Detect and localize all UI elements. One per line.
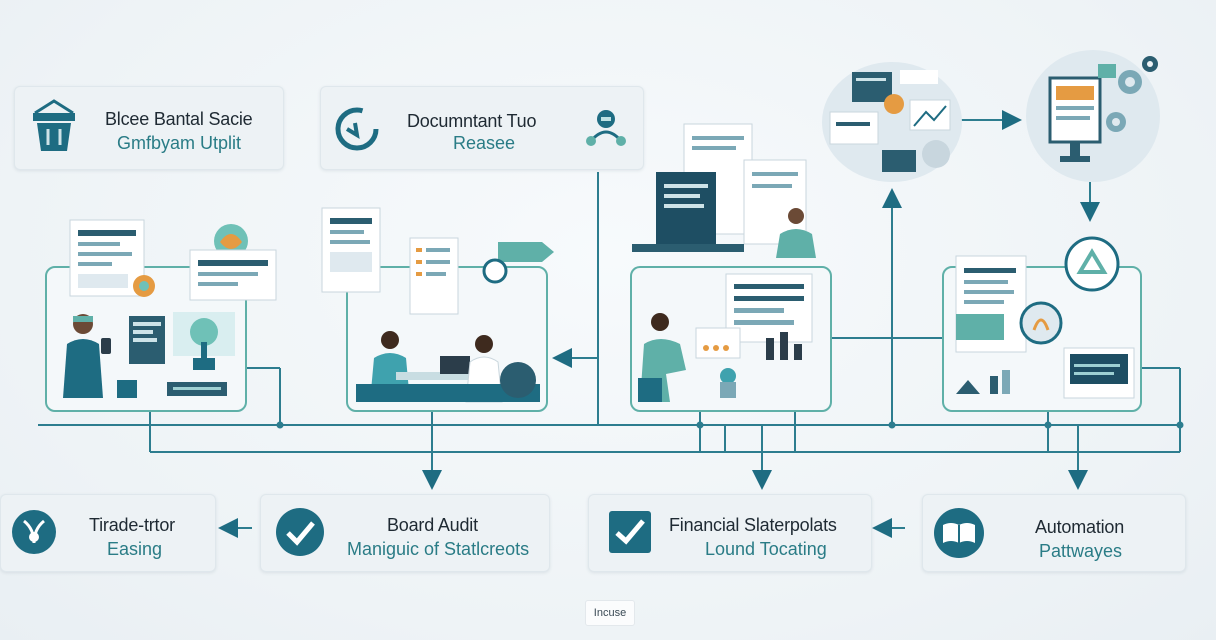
doc-panel xyxy=(955,255,1027,353)
bottom-card-automation: Automation Pattwayes xyxy=(922,494,1186,572)
checkmark-icon xyxy=(276,508,324,556)
bottom-card-trade: Tirade-trtor Easing xyxy=(0,494,216,572)
floating-report-doc xyxy=(321,207,381,293)
progress-dial-icon xyxy=(335,107,379,151)
shield-check-icon xyxy=(609,511,651,553)
card-title: Documntant Tuo xyxy=(407,111,537,131)
desk-gadgets xyxy=(117,380,227,398)
plant-illustration xyxy=(173,312,235,370)
dashboard-circle xyxy=(822,62,962,182)
leaf-emblem-icon xyxy=(12,510,56,554)
monitor-panel xyxy=(1063,347,1135,399)
monitor-gears-illustration xyxy=(1048,64,1142,162)
card-title: Board Audit xyxy=(387,515,478,535)
card-subtitle: Reasee xyxy=(453,133,516,153)
robot-icon xyxy=(586,110,626,146)
meeting-illustration xyxy=(356,331,540,403)
open-book-icon xyxy=(934,508,984,558)
dashboard-illustration xyxy=(829,70,951,172)
caption-label: Incuse xyxy=(585,600,635,626)
bottom-card-board-audit: Board Audit Maniguic of Statlcreots xyxy=(260,494,550,572)
gauge-circle xyxy=(1019,301,1063,345)
card-subtitle: Easing xyxy=(107,539,163,559)
card-subtitle: Pattwayes xyxy=(1039,541,1123,561)
chart-screen xyxy=(725,273,813,343)
floating-document xyxy=(69,219,145,297)
bottom-card-financial: Financial Slaterpolats Lound Tocating xyxy=(588,494,872,572)
mini-chart xyxy=(956,370,1010,394)
recycle-badge-icon xyxy=(1064,236,1120,292)
person-avatar xyxy=(776,208,816,258)
card-title: Financial Slaterpolats xyxy=(669,515,837,535)
scene-automation-workspace xyxy=(942,255,1142,412)
potted-plant xyxy=(720,368,736,398)
document-stack xyxy=(632,123,807,252)
top-card-document: Documntant Tuo Reasee xyxy=(320,86,644,170)
bar-widget xyxy=(695,327,802,360)
shopping-basket-icon xyxy=(33,99,75,151)
chat-bubble-icon xyxy=(498,242,554,262)
device-panel xyxy=(129,316,165,364)
gear-orange-icon xyxy=(133,275,155,297)
board-list xyxy=(409,237,459,315)
card-title: Blcee Bantal Sacie xyxy=(105,109,253,129)
analyst-illustration xyxy=(638,313,686,402)
card-title: Automation xyxy=(1035,517,1125,537)
search-magnifier-icon xyxy=(482,258,508,284)
card-subtitle: Lound Tocating xyxy=(705,539,827,559)
scene-analyst-desk xyxy=(630,266,832,412)
card-subtitle: Maniguic of Statlcreots xyxy=(347,539,530,559)
gear-icon xyxy=(1142,56,1158,72)
monitor-circle xyxy=(1026,50,1160,182)
card-subtitle: Gmfbyam Utplit xyxy=(117,133,242,153)
card-title: Tirade-trtor xyxy=(89,515,175,535)
top-card-sale: Blcee Bantal Sacie Gmfbyam Utplit xyxy=(14,86,284,170)
floating-chat-card xyxy=(189,249,277,301)
person-illustration xyxy=(63,314,111,398)
